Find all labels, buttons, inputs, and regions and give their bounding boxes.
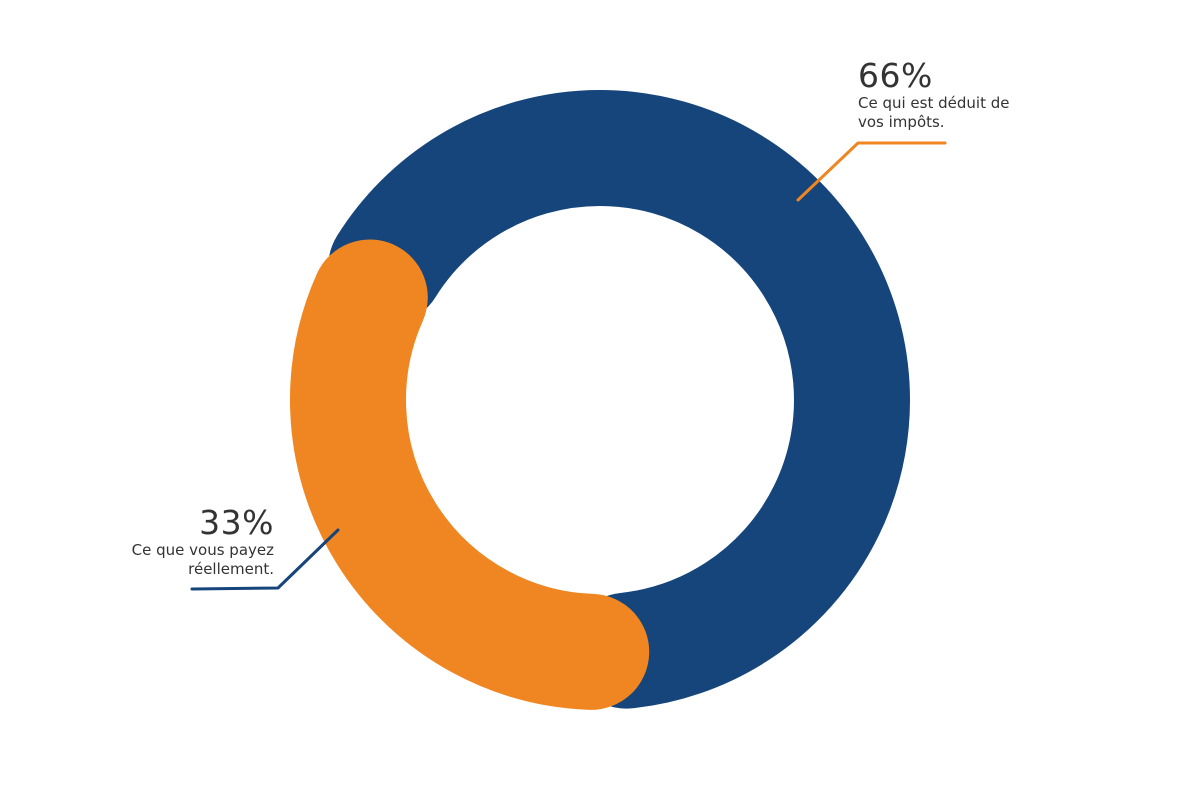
callout-leader-line-33 xyxy=(190,528,340,591)
data-label-deducted-description: Ce qui est déduit de vos impôts. xyxy=(858,94,1010,131)
donut-slice-paid xyxy=(290,239,650,710)
donut-slice-deducted xyxy=(328,90,910,709)
callout-leader-line-66 xyxy=(796,141,947,202)
data-label-deducted-percent: 66% xyxy=(858,56,933,95)
callout-deducted: 66% Ce qui est déduit de vos impôts. xyxy=(858,58,1028,132)
data-label-paid-description: Ce que vous payez réellement. xyxy=(131,541,274,578)
data-label-paid-percent: 33% xyxy=(199,503,274,542)
callout-actually-paid: 33% Ce que vous payez réellement. xyxy=(109,505,274,579)
